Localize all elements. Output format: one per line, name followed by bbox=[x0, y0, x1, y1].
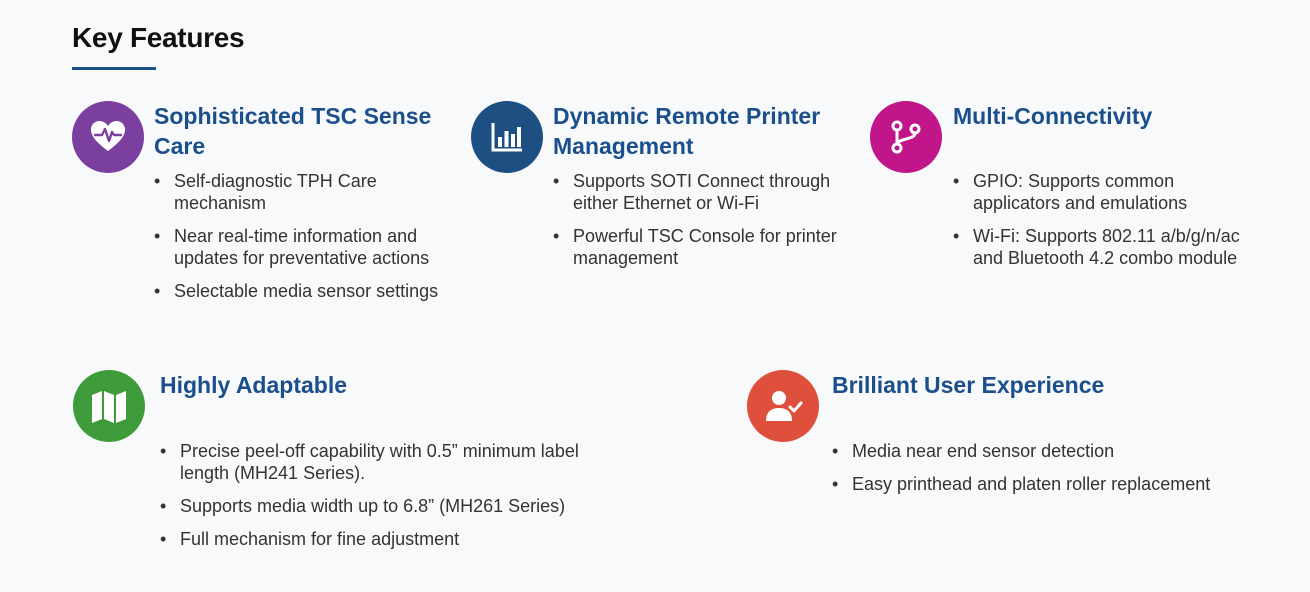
bullet-item: GPIO: Supports common applicators and em… bbox=[953, 170, 1243, 214]
feature-bullets: GPIO: Supports common applicators and em… bbox=[953, 170, 1243, 280]
bullet-item: Full mechanism for fine adjustment bbox=[160, 528, 580, 550]
bullet-item: Media near end sensor detection bbox=[832, 440, 1302, 462]
feature-bullets: Precise peel-off capability with 0.5” mi… bbox=[160, 440, 580, 561]
bullet-item: Easy printhead and platen roller replace… bbox=[832, 473, 1302, 495]
bullet-item: Self-diagnostic TPH Care mechanism bbox=[154, 170, 454, 214]
branch-icon bbox=[870, 101, 942, 173]
bullet-item: Supports SOTI Connect through either Eth… bbox=[553, 170, 853, 214]
bullet-item: Precise peel-off capability with 0.5” mi… bbox=[160, 440, 580, 484]
bullet-item: Near real-time information and updates f… bbox=[154, 225, 454, 269]
bullet-item: Supports media width up to 6.8” (MH261 S… bbox=[160, 495, 580, 517]
bar-chart-icon bbox=[471, 101, 543, 173]
user-check-icon bbox=[747, 370, 819, 442]
feature-title: Sophisticated TSC Sense Care bbox=[154, 103, 432, 159]
bullet-item: Powerful TSC Console for printer managem… bbox=[553, 225, 853, 269]
feature-title: Dynamic Remote Printer Management bbox=[553, 103, 821, 159]
heart-pulse-icon bbox=[72, 101, 144, 173]
bullet-item: Wi-Fi: Supports 802.11 a/b/g/n/ac and Bl… bbox=[953, 225, 1243, 269]
map-icon bbox=[73, 370, 145, 442]
title-underline bbox=[72, 67, 156, 70]
feature-title: Multi-Connectivity bbox=[953, 103, 1153, 129]
bullet-item: Selectable media sensor settings bbox=[154, 280, 454, 302]
feature-title: Highly Adaptable bbox=[160, 372, 347, 398]
page-title: Key Features bbox=[72, 22, 245, 53]
feature-bullets: Self-diagnostic TPH Care mechanism Near … bbox=[154, 170, 454, 313]
feature-bullets: Media near end sensor detection Easy pri… bbox=[832, 440, 1302, 506]
feature-title: Brilliant User Experience bbox=[832, 372, 1105, 398]
feature-bullets: Supports SOTI Connect through either Eth… bbox=[553, 170, 853, 280]
